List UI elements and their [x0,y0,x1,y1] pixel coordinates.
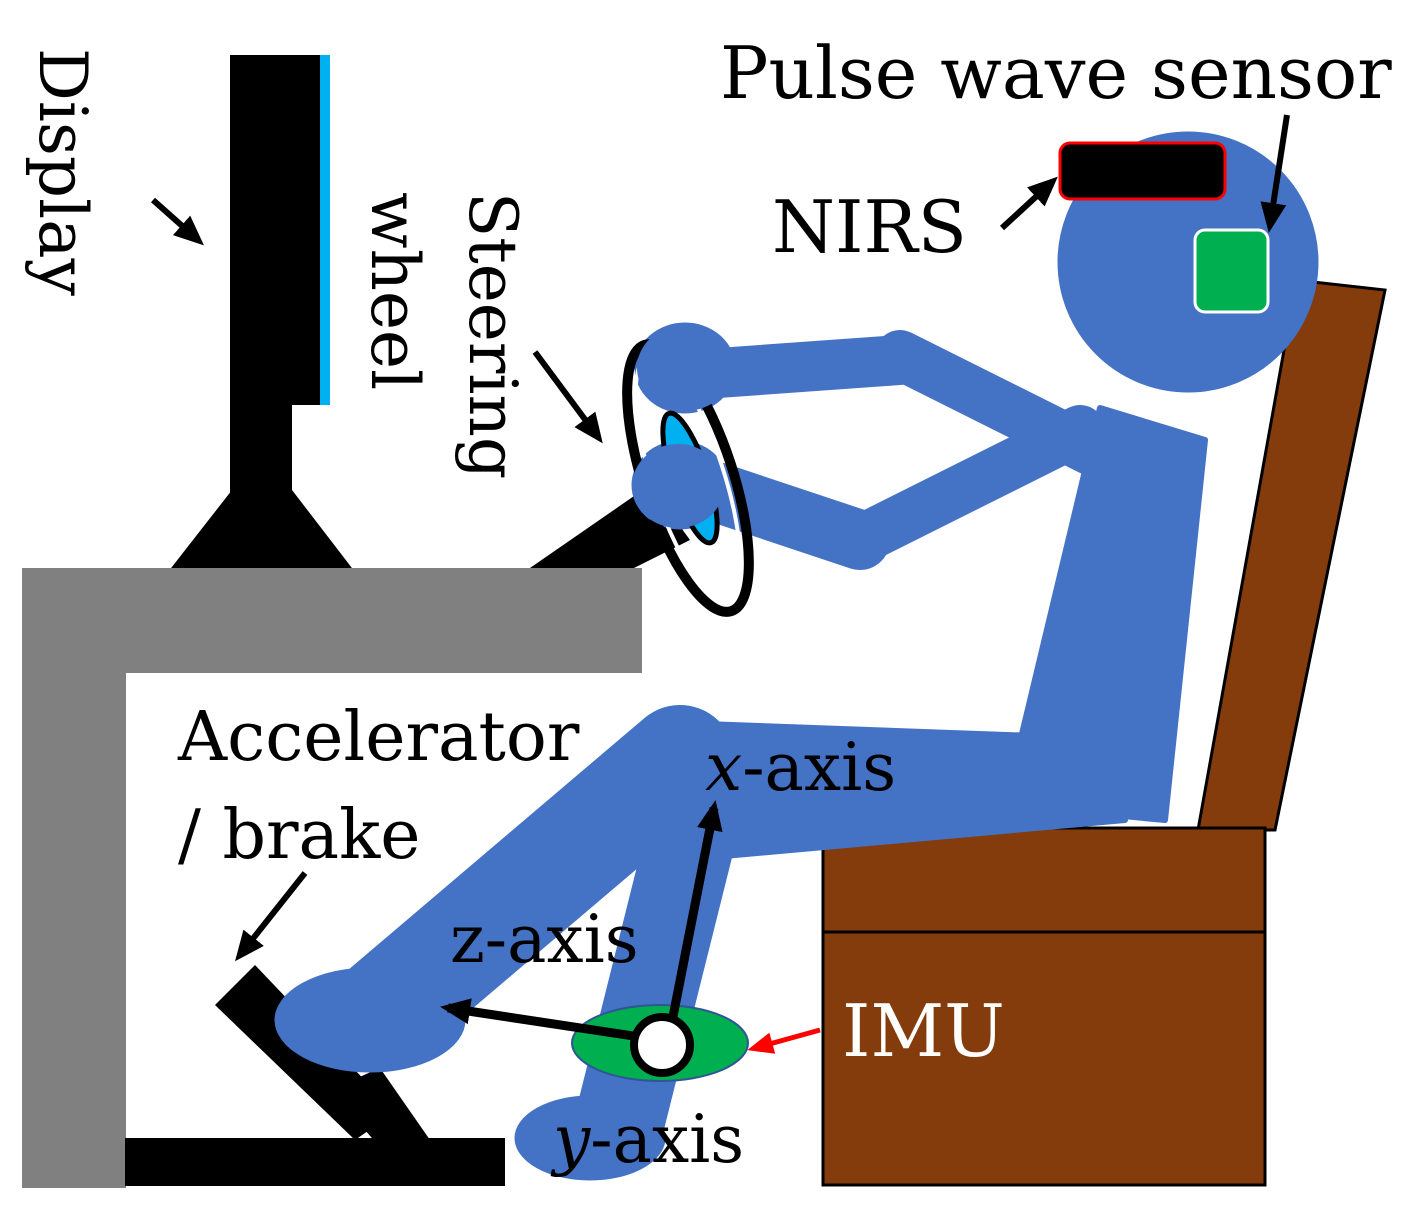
x-axis-variable: x [705,729,742,806]
pulse-wave-sensor-label: Pulse wave sensor [720,31,1392,115]
y-axis-variable: y [550,1101,591,1178]
desk [22,568,642,1188]
steering-label: Steering [454,192,531,479]
driver-hands [632,325,733,528]
z-axis-label: z-axis [450,901,639,978]
z-axis-arrow [440,998,661,1045]
display-monitor [168,55,355,572]
y-axis-suffix: -axis [590,1101,744,1178]
y-axis-origin-icon [630,1013,694,1077]
nirs-pointer-arrow [999,176,1058,231]
y-axis-label: y-axis [550,1101,744,1178]
brake-label: / brake [178,796,421,875]
display-pointer-arrow [151,197,204,246]
steering-pointer-arrow [532,350,603,444]
nirs-sensor [1058,141,1227,201]
nirs-label: NIRS [772,185,967,269]
pulse-pointer-arrow [1260,114,1290,233]
x-axis-arrow [663,800,723,1043]
imu-label: IMU [842,989,1005,1073]
imu-pointer-arrow [747,1027,821,1054]
x-axis-label: x-axis [705,729,896,806]
wheel-label: wheel [356,192,433,390]
display-label: Display [24,48,101,297]
accelerator-label: Accelerator [177,698,580,777]
pedal-pointer-arrow [235,871,308,962]
pulse-wave-sensor [1193,228,1270,314]
x-axis-suffix: -axis [742,729,896,806]
